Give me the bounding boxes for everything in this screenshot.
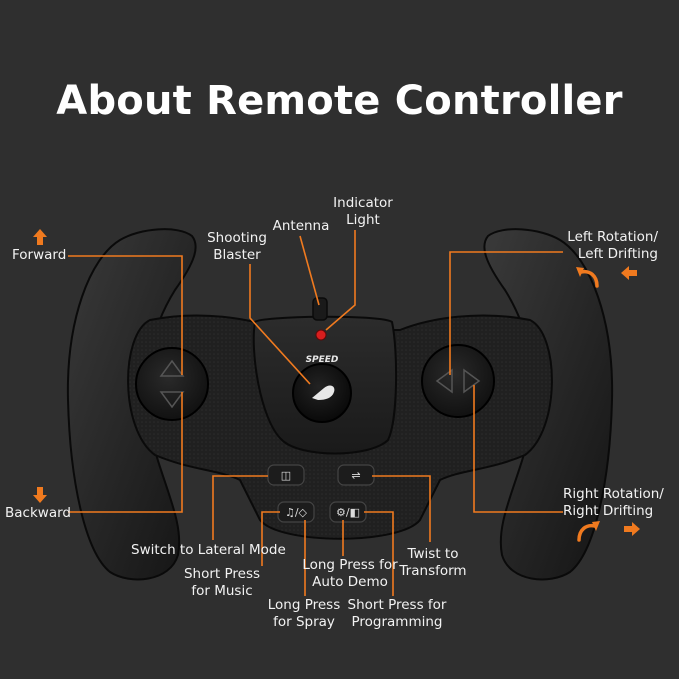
svg-text:♫/◇: ♫/◇ xyxy=(285,506,308,519)
speed-text: SPEED xyxy=(306,355,339,365)
svg-text:⚙/◧: ⚙/◧ xyxy=(336,506,360,519)
label-forward: Forward xyxy=(12,247,66,264)
label-backward: Backward xyxy=(5,505,71,522)
left-joystick xyxy=(136,348,208,420)
antenna xyxy=(313,298,327,320)
label-left-rotation: Left Rotation/Left Drifting xyxy=(540,229,658,263)
indicator-light xyxy=(316,330,326,340)
arrow-right-icon xyxy=(624,522,640,536)
arrow-left-icon xyxy=(621,266,637,280)
arrow-down-icon xyxy=(33,487,47,503)
arrow-up-icon xyxy=(33,229,47,245)
label-right-rotation: Right Rotation/Right Drifting xyxy=(563,486,664,520)
svg-text:◫: ◫ xyxy=(281,469,291,482)
svg-text:⇌: ⇌ xyxy=(351,469,360,482)
right-joystick xyxy=(422,345,494,417)
label-switch-lateral-mode: Switch to Lateral Mode xyxy=(131,542,286,559)
